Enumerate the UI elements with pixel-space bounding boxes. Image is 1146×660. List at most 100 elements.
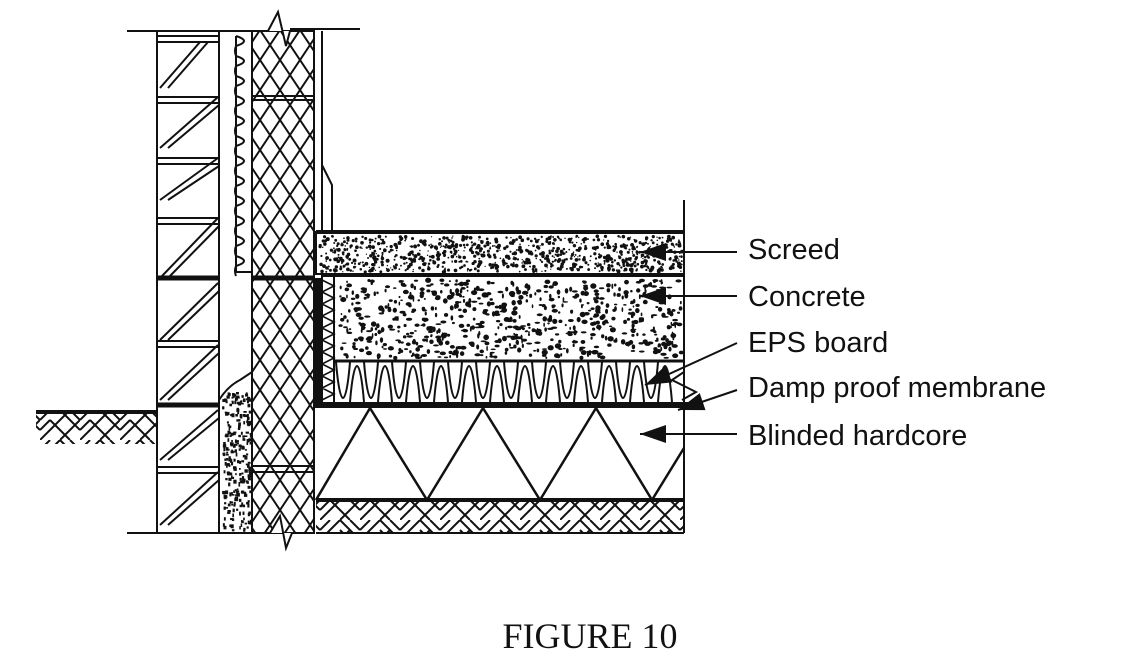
concrete-aggregate bbox=[654, 333, 658, 336]
cavity-fill-speck bbox=[232, 451, 235, 453]
cavity-fill-speck bbox=[236, 408, 240, 412]
concrete-aggregate bbox=[524, 285, 528, 288]
cavity-fill-speck bbox=[228, 472, 231, 476]
screed-aggregate bbox=[427, 250, 429, 252]
screed-aggregate bbox=[678, 265, 683, 269]
cavity-fill-speck bbox=[244, 491, 247, 496]
concrete-aggregate bbox=[613, 303, 618, 306]
screed-aggregate bbox=[648, 246, 651, 250]
screed-aggregate bbox=[613, 247, 617, 251]
screed-aggregate bbox=[325, 266, 329, 270]
cavity-fill-speck bbox=[233, 443, 238, 446]
screed-aggregate bbox=[497, 246, 501, 250]
concrete-aggregate bbox=[515, 339, 519, 345]
screed-aggregate bbox=[427, 262, 431, 266]
concrete-aggregate bbox=[542, 348, 548, 350]
screed-aggregate bbox=[665, 239, 670, 243]
concrete-aggregate bbox=[393, 355, 398, 360]
concrete-aggregate bbox=[649, 281, 653, 287]
concrete-aggregate bbox=[436, 330, 439, 335]
concrete-aggregate bbox=[654, 339, 659, 342]
cavity-fill-speck bbox=[223, 441, 226, 446]
label-damp-proof-membrane: Damp proof membrane bbox=[748, 372, 1046, 404]
cavity-fill-speck bbox=[225, 478, 228, 481]
screed-aggregate bbox=[650, 239, 653, 242]
screed-aggregate bbox=[404, 269, 407, 272]
concrete-aggregate bbox=[478, 288, 485, 292]
cavity-fill-speck bbox=[241, 504, 244, 506]
concrete-aggregate bbox=[561, 303, 564, 308]
concrete-aggregate bbox=[558, 348, 563, 351]
screed-aggregate bbox=[344, 245, 347, 247]
screed-aggregate bbox=[675, 261, 677, 263]
concrete-aggregate bbox=[590, 283, 597, 289]
concrete-aggregate bbox=[479, 325, 485, 329]
screed-aggregate bbox=[545, 239, 549, 243]
concrete-aggregate bbox=[669, 311, 674, 317]
screed-aggregate bbox=[405, 261, 408, 264]
concrete-aggregate bbox=[451, 295, 454, 299]
screed-aggregate bbox=[432, 259, 435, 263]
concrete-aggregate bbox=[477, 297, 481, 300]
cavity-fill-speck bbox=[238, 498, 242, 502]
concrete-aggregate bbox=[458, 323, 465, 328]
screed-aggregate bbox=[441, 240, 444, 243]
concrete-aggregate bbox=[343, 315, 347, 319]
concrete-aggregate bbox=[405, 317, 413, 321]
concrete-aggregate bbox=[343, 326, 348, 329]
concrete-aggregate bbox=[508, 342, 511, 347]
cavity-fill-speck bbox=[243, 493, 248, 497]
screed-aggregate bbox=[451, 237, 453, 239]
concrete-aggregate bbox=[642, 339, 648, 345]
concrete-aggregate bbox=[635, 303, 640, 308]
layer-labels: Screed Concrete EPS board Damp proof mem… bbox=[748, 234, 1046, 452]
concrete-aggregate bbox=[600, 301, 604, 305]
concrete-aggregate bbox=[465, 301, 471, 307]
cavity-fill-speck bbox=[231, 494, 235, 496]
edge-insulation-zigzag bbox=[320, 279, 336, 401]
screed-aggregate bbox=[603, 262, 606, 265]
concrete-aggregate bbox=[601, 334, 605, 339]
screed-aggregate bbox=[339, 267, 343, 271]
cavity-fill-speck bbox=[237, 427, 241, 430]
concrete-aggregate bbox=[406, 335, 413, 338]
screed-aggregate bbox=[322, 264, 326, 269]
concrete-aggregate bbox=[516, 336, 521, 340]
concrete-aggregate bbox=[624, 293, 629, 299]
brick-hatch bbox=[167, 479, 220, 526]
concrete-aggregate bbox=[403, 323, 407, 328]
concrete-aggregate bbox=[505, 286, 509, 292]
concrete-aggregate bbox=[497, 290, 504, 294]
screed-aggregate bbox=[410, 236, 415, 241]
concrete-aggregate bbox=[590, 336, 593, 340]
concrete-aggregate bbox=[399, 310, 406, 314]
concrete-aggregate bbox=[476, 344, 480, 350]
screed-aggregate bbox=[450, 243, 455, 248]
concrete-aggregate bbox=[534, 292, 537, 296]
concrete-aggregate bbox=[593, 289, 599, 293]
cavity-fill-speck bbox=[230, 442, 234, 447]
cavity-fill-speck bbox=[228, 393, 231, 396]
concrete-aggregate bbox=[526, 323, 531, 327]
screed-aggregate bbox=[444, 245, 447, 249]
screed-aggregate bbox=[389, 248, 393, 252]
concrete-aggregate bbox=[351, 302, 354, 306]
screed-aggregate bbox=[583, 236, 588, 241]
screed-aggregate bbox=[584, 246, 588, 250]
screed-aggregate bbox=[521, 262, 523, 264]
concrete-aggregate bbox=[608, 325, 613, 328]
concrete-aggregate bbox=[402, 289, 409, 295]
screed-aggregate bbox=[575, 241, 578, 244]
concrete-aggregate bbox=[525, 330, 528, 332]
concrete-aggregate bbox=[409, 350, 412, 354]
screed-aggregate bbox=[465, 238, 468, 241]
concrete-aggregate bbox=[361, 325, 365, 331]
screed-aggregate bbox=[341, 242, 343, 244]
concrete-aggregate bbox=[564, 288, 569, 294]
concrete-aggregate bbox=[660, 337, 666, 341]
screed-aggregate bbox=[518, 235, 522, 240]
cavity-fill-speck bbox=[224, 490, 229, 495]
concrete-aggregate bbox=[459, 301, 462, 304]
screed-aggregate bbox=[465, 235, 469, 239]
screed-aggregate bbox=[651, 235, 655, 239]
